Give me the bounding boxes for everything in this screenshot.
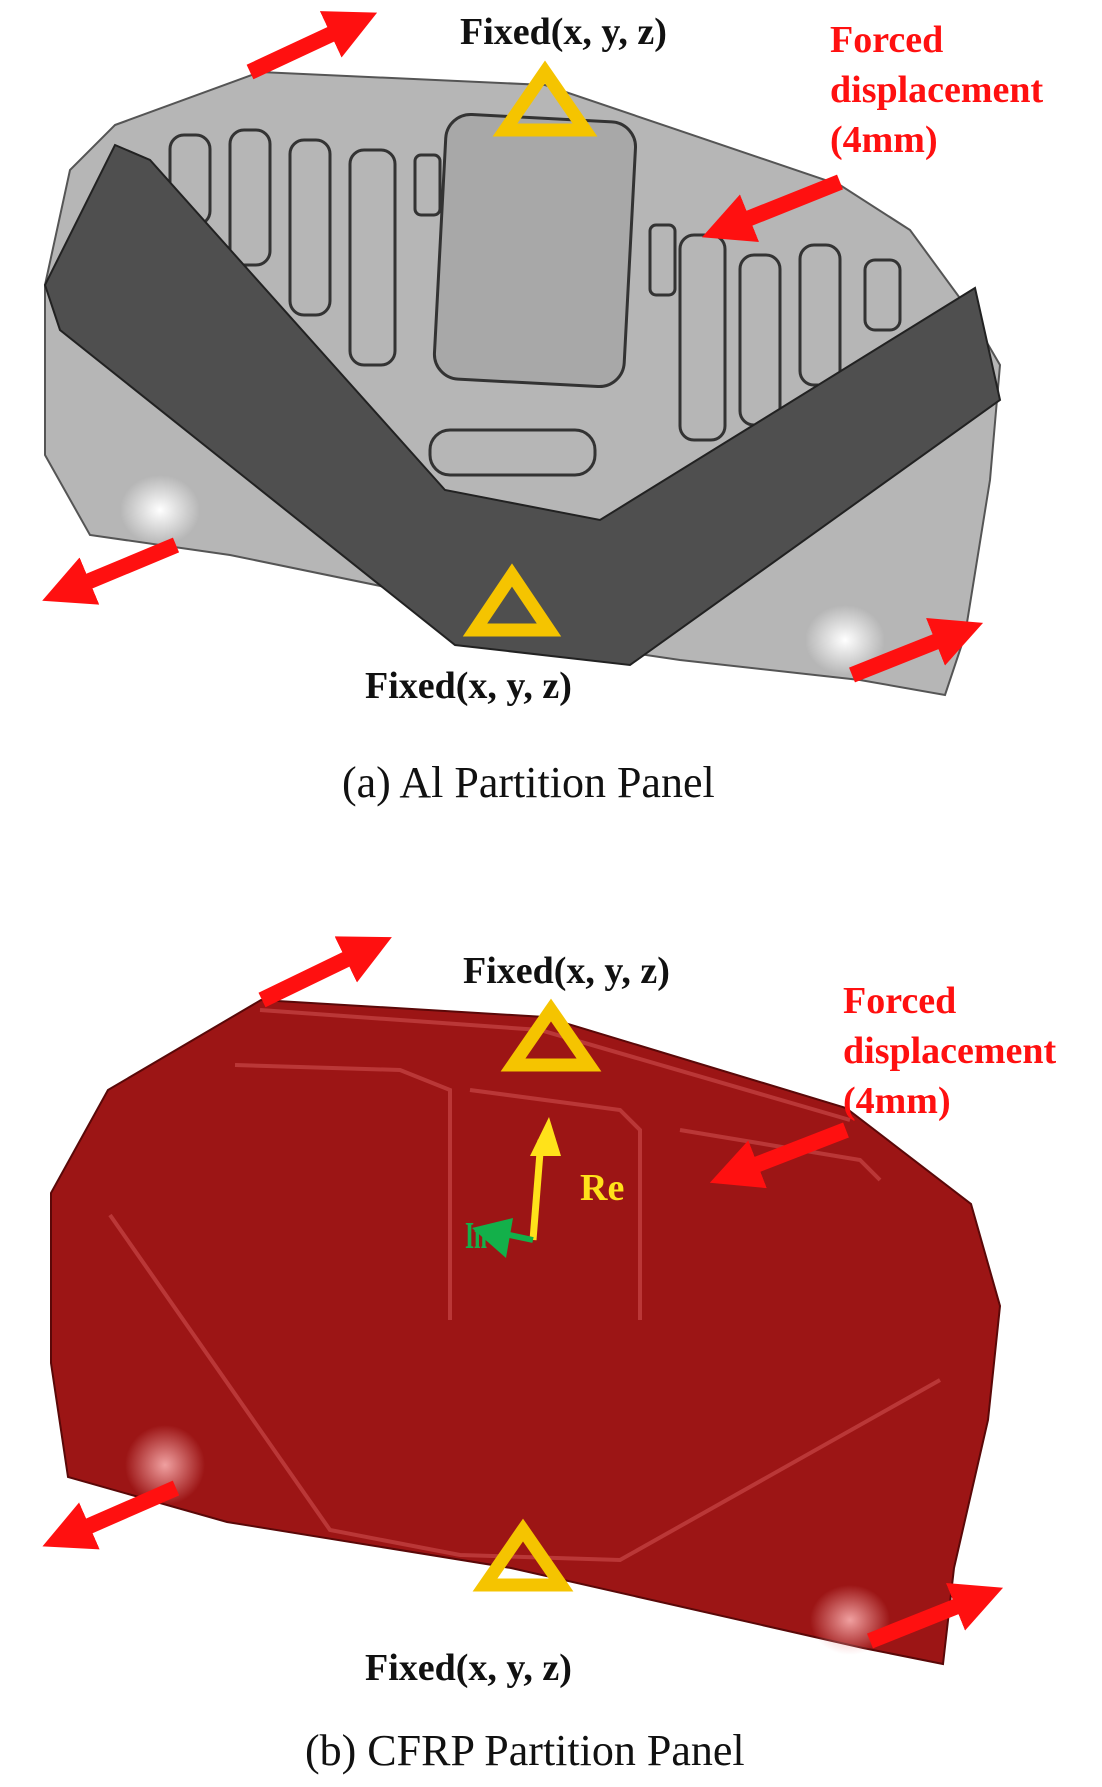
fixed-marker-bottom-b bbox=[472, 1518, 574, 1592]
fixed-marker-bottom-a bbox=[462, 563, 562, 637]
fixed-label-bottom-b: Fixed(x, y, z) bbox=[365, 1647, 572, 1689]
cfrp-partition-panel: Re In Fixed(x, y, z) Fixed(x, y, z) Forc… bbox=[42, 936, 1057, 1775]
arrow-bottom-right bbox=[867, 1583, 1004, 1649]
fixed-label-top-b: Fixed(x, y, z) bbox=[463, 950, 670, 992]
re-axis-arrowhead bbox=[530, 1117, 561, 1156]
fixed-marker-top-a bbox=[492, 60, 598, 137]
arrow-bottom-left bbox=[42, 537, 180, 605]
axis-label-in: In bbox=[465, 1215, 487, 1257]
axis-label-re: Re bbox=[580, 1167, 624, 1209]
forced-displacement-arrows-b bbox=[42, 936, 1004, 1649]
al-center-recess bbox=[432, 112, 638, 389]
material-axes: Re In bbox=[465, 1117, 624, 1258]
arrow-bottom-left bbox=[42, 1480, 180, 1550]
fixed-label-top-a: Fixed(x, y, z) bbox=[460, 11, 667, 53]
forced-displacement-arrows-a bbox=[42, 11, 984, 683]
al-v-reinforcement-band bbox=[43, 143, 1002, 667]
arrow-right bbox=[701, 174, 843, 242]
arrow-top-left bbox=[258, 936, 392, 1008]
arrow-bottom-right bbox=[849, 617, 984, 683]
al-ribs bbox=[168, 128, 902, 477]
forced-label-line3-b: (4mm) bbox=[843, 1080, 951, 1122]
fixed-marker-top-b bbox=[500, 998, 602, 1072]
forced-label-line2-a: displacement bbox=[830, 69, 1044, 111]
fixed-label-bottom-a: Fixed(x, y, z) bbox=[365, 665, 572, 707]
arrow-top-left bbox=[246, 11, 378, 80]
forced-label-line3-a: (4mm) bbox=[830, 119, 938, 161]
forced-label-line1-a: Forced bbox=[830, 19, 943, 61]
in-axis-arrowhead bbox=[472, 1218, 513, 1258]
al-partition-panel: Fixed(x, y, z) Fixed(x, y, z) Forced dis… bbox=[42, 11, 1044, 807]
caption-a: (a) Al Partition Panel bbox=[342, 758, 715, 807]
caption-b: (b) CFRP Partition Panel bbox=[305, 1726, 745, 1775]
forced-label-line1-b: Forced bbox=[843, 980, 956, 1022]
arrow-right bbox=[709, 1122, 849, 1189]
forced-label-line2-b: displacement bbox=[843, 1030, 1057, 1072]
